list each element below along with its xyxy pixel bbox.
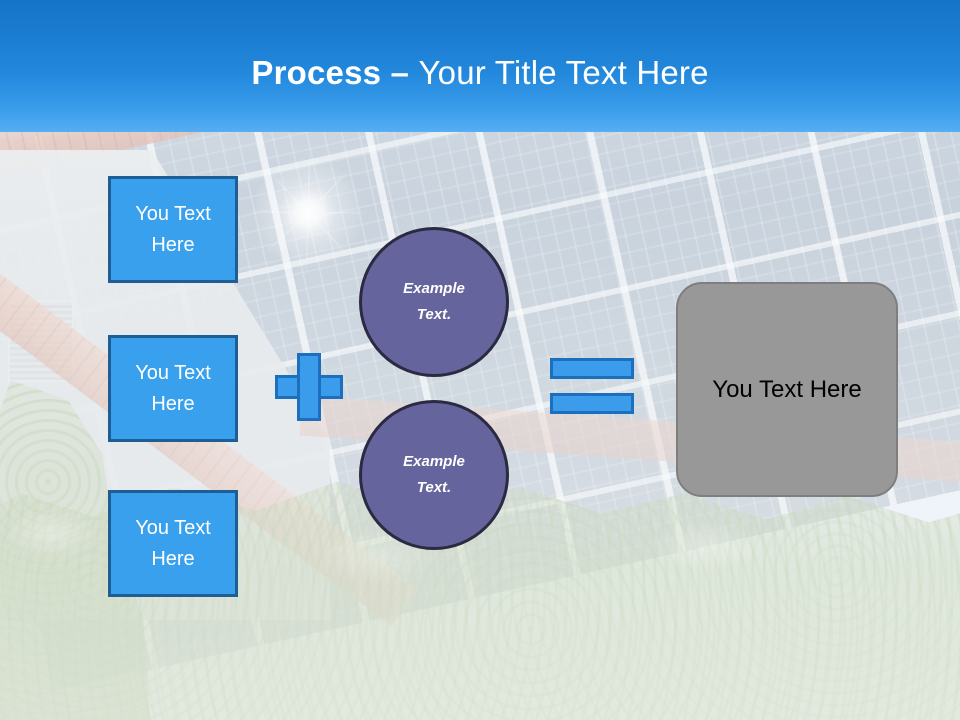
equals-icon [550,358,634,414]
plus-center-fill [300,378,318,396]
title-light-part: Your Title Text Here [418,54,709,91]
title-banner: Process – Your Title Text Here [0,0,960,132]
page-title: Process – Your Title Text Here [251,54,708,92]
title-bold-part: Process – [251,54,419,91]
result-box[interactable]: You Text Here [676,282,898,497]
equals-bar-bottom [550,393,634,414]
result-box-label: You Text Here [712,375,862,403]
equals-bar-top [550,358,634,379]
plus-icon [275,353,343,421]
